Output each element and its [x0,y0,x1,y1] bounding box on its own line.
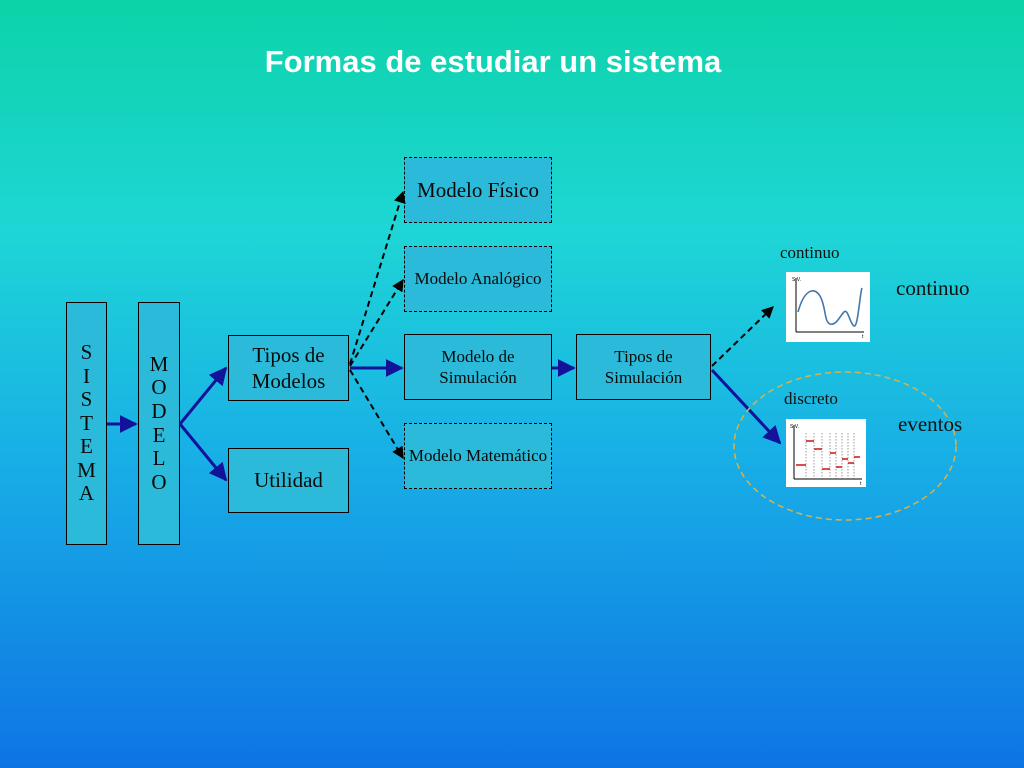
continuo-x-axis-label: t [862,334,864,340]
arrow-to-discreto [710,368,782,445]
arrow-tipos-fisico [349,190,406,365]
arrow-tipos-matematico [349,369,404,460]
sistema-letter: M [77,457,96,482]
modelo-letter: D [151,398,167,423]
modelo-matematico-box: Modelo Matemático [404,423,552,489]
discreto-graph-svg: S.V. t [790,424,862,487]
continuo-y-axis-label: S.V. [792,277,801,283]
sistema-letter: T [80,410,93,435]
tipos-de-modelos-box: Tipos de Modelos [228,335,349,401]
modelo-de-simulacion-label: Modelo de Simulación [439,346,517,387]
continuo-small-label: continuo [780,243,840,262]
discreto-small-label: discreto [784,389,838,408]
sistema-letter: E [80,434,93,459]
modelo-fisico-box: Modelo Físico [404,157,552,223]
modelo-de-simulacion-box: Modelo de Simulación [404,334,552,400]
continuo-label: continuo [896,276,970,300]
continuo-graph-svg: S.V. t [792,277,864,340]
modelo-letter: O [151,375,167,400]
modelo-fisico-label: Modelo Físico [417,177,539,202]
page-title: Formas de estudiar un sistema [264,44,722,79]
arrow-modelo-utilidad [178,423,228,482]
tipos-de-simulacion-label: Tipos de Simulación [604,346,683,387]
sistema-letter: S [80,340,93,365]
modelo-letter: E [152,422,166,447]
modelo-letter: M [149,351,169,376]
modelo-analogico-box: Modelo Analógico [404,246,552,312]
discreto-y-axis-label: S.V. [790,424,799,430]
modelo-analogico-label: Modelo Analógico [414,269,542,289]
arrow-to-continuo [711,306,774,367]
continuo-graph: S.V. t [786,272,870,342]
sistema-letter: S [80,387,93,412]
continuo-curve [797,287,863,327]
discreto-x-axis-label: t [860,481,862,487]
tipos-de-simulacion-box: Tipos de Simulación [576,334,711,400]
sistema-letter: A [78,481,95,506]
arrow-tipos-analogico [349,278,404,367]
discreto-highlight-ellipse [733,371,957,521]
utilidad-box: Utilidad [228,448,349,513]
discreto-steps [796,440,860,470]
modelo-letter: L [152,446,166,471]
tipos-de-modelos-label: Tipos de Modelos [251,342,326,393]
modelo-matematico-label: Modelo Matemático [408,446,548,466]
eventos-label: eventos [898,412,963,436]
modelo-letter: O [151,469,167,494]
sistema-letter: I [83,363,90,388]
utilidad-label: Utilidad [254,468,323,493]
discreto-graph: S.V. t [786,419,866,487]
arrow-modelo-tipos [178,366,228,425]
